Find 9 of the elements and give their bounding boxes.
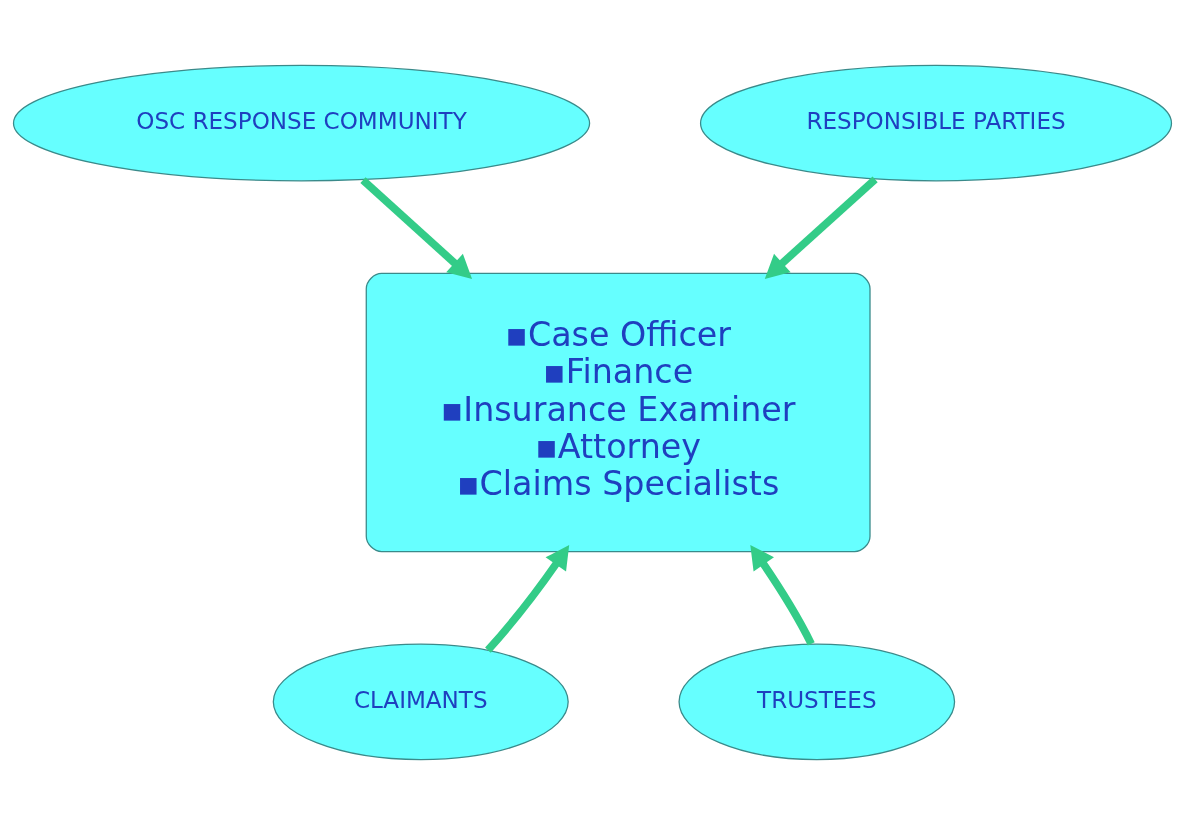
arrow [360, 177, 473, 279]
node-ellipse: OSC RESPONSE COMMUNITY [12, 64, 591, 182]
arrow [750, 544, 815, 646]
node-ellipse: TRUSTEES [678, 643, 956, 761]
node-ellipse: CLAIMANTS [272, 643, 569, 761]
arrow [485, 544, 570, 653]
node-ellipse: RESPONSIBLE PARTIES [699, 64, 1173, 182]
arrow [764, 176, 878, 279]
node-box: ▪Case Officer ▪Finance ▪Insurance Examiner ▪Attorney ▪Claims Specialists [365, 272, 871, 553]
